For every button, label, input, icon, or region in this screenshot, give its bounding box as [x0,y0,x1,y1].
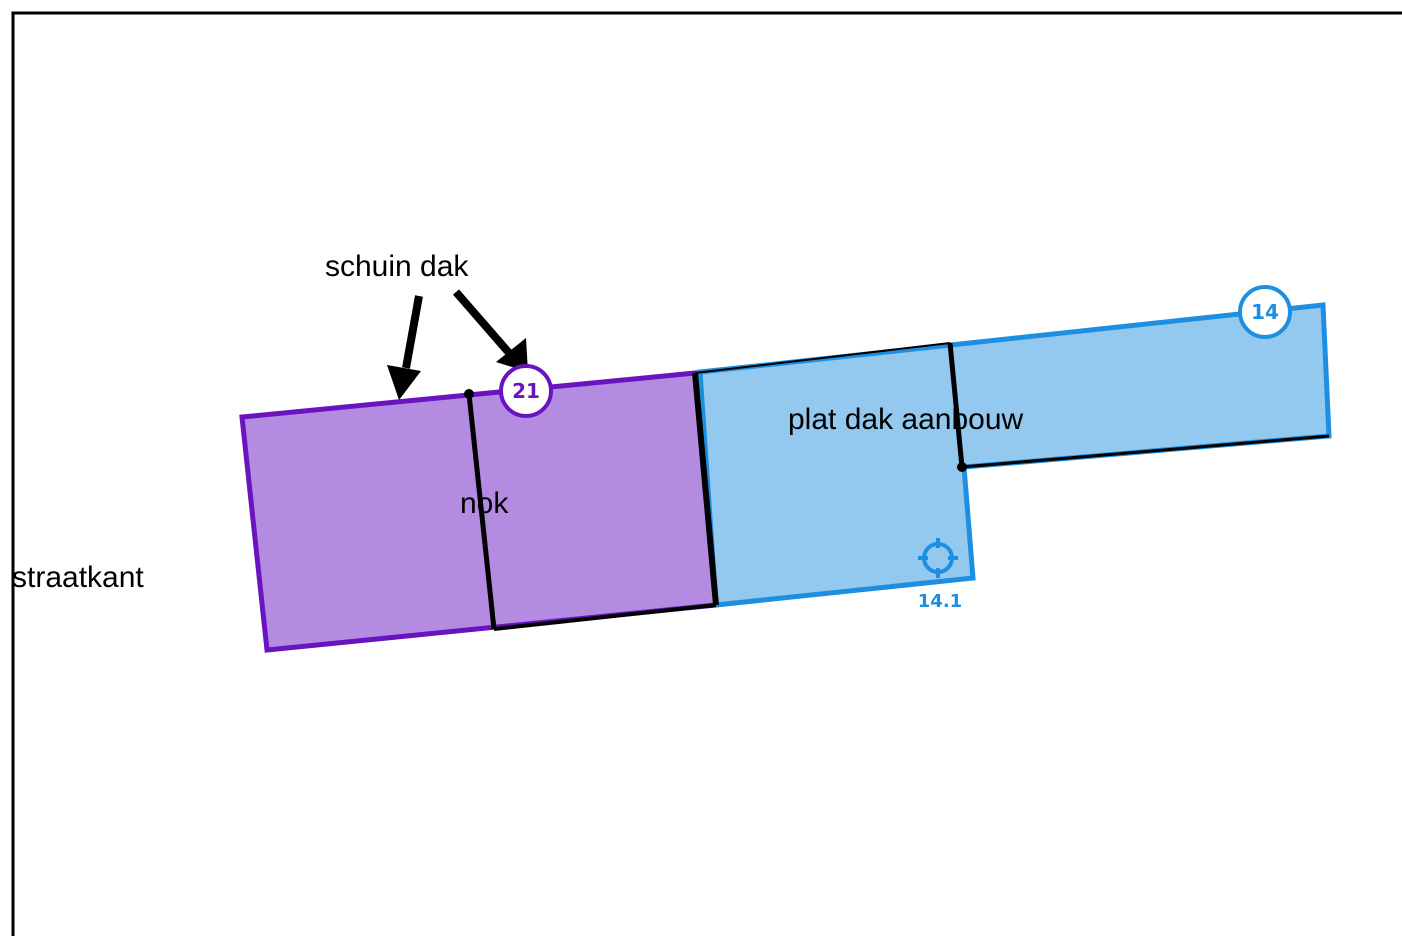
arrow-right-shaft [452,289,514,357]
extension-roof-area[interactable] [697,302,1332,608]
main-roof-badge[interactable]: 21 [499,364,553,418]
sloped-roof-label: schuin dak [325,250,469,283]
street-side-label: straatkant [12,561,144,594]
extension-roof-badge[interactable]: 14 [1238,285,1292,339]
ridge-label: nok [460,487,509,520]
arrow-left-shaft [402,295,423,369]
party-wall-line [692,372,719,606]
extension-step-edge-line [961,434,1330,469]
extension-divider-line [947,342,965,468]
target-marker[interactable]: 14.1 [918,538,962,612]
roof-top-edge-line [694,342,951,374]
extension-roof-badge-circle [1238,285,1292,339]
main-roof-badge-circle [499,364,553,418]
main-bottom-edge-line [493,603,717,631]
main-roof-badge-number: 21 [512,379,540,403]
crosshair-icon [918,538,958,578]
flat-roof-extension-label: plat dak aanbouw [788,403,1024,436]
arrow-left-head [387,365,421,400]
arrow-right-head [496,338,528,372]
target-marker-label: 14.1 [918,591,962,612]
frame-border [11,11,1402,936]
extension-roof-badge-number: 14 [1251,300,1279,324]
ridge-endpoint [464,389,474,399]
ridge-line [466,393,497,630]
